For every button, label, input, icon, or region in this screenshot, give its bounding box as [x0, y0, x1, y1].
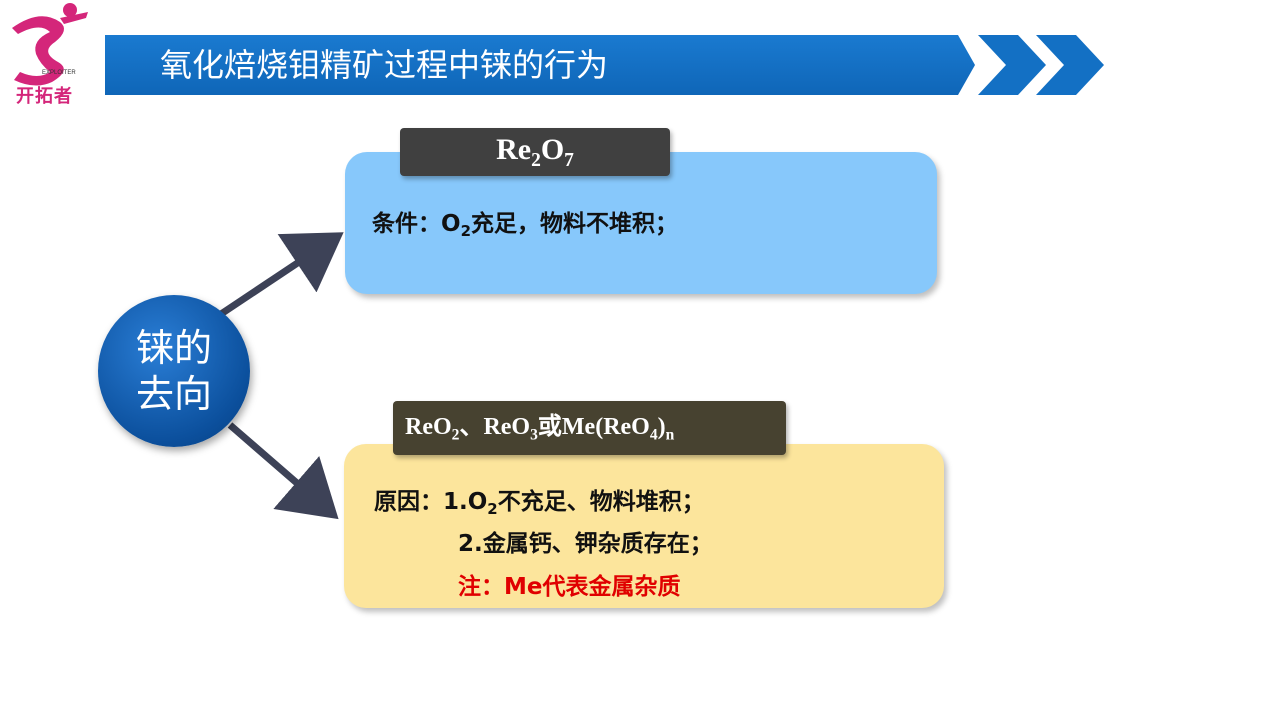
arrow-up [213, 232, 344, 321]
reason-text-2: 2.金属钙、钾杂质存在； [458, 531, 713, 557]
re2o7-tag: Re2O7 [400, 128, 670, 176]
logo-figure-icon [12, 3, 88, 86]
reason-text-1: 原因：1.O2不充足、物料堆积； [374, 489, 705, 519]
note-text: 注：Me代表金属杂质 [458, 574, 681, 600]
title-bar [105, 35, 975, 95]
circle-line-2: 去向 [135, 372, 212, 416]
circle-line-1: 铼的 [135, 326, 212, 370]
logo-subtitle: EXPLOITER [42, 70, 76, 76]
slide-title: 氧化焙烧钼精矿过程中铼的行为 [160, 46, 609, 84]
logo-text: 开拓者 [16, 86, 73, 107]
arrow-down [227, 422, 339, 520]
reo2-reo3-tag: ReO2、ReO3或Me(ReO4)n [393, 401, 786, 455]
condition-text: 条件：O2充足，物料不堆积； [372, 211, 678, 241]
chevron-arrows-icon [978, 35, 1104, 95]
rhenium-destination-circle: 铼的 去向 [98, 295, 250, 447]
exploiter-logo: EXPLOITER 开拓者 [0, 0, 100, 108]
reo2-reason-box [344, 444, 944, 608]
